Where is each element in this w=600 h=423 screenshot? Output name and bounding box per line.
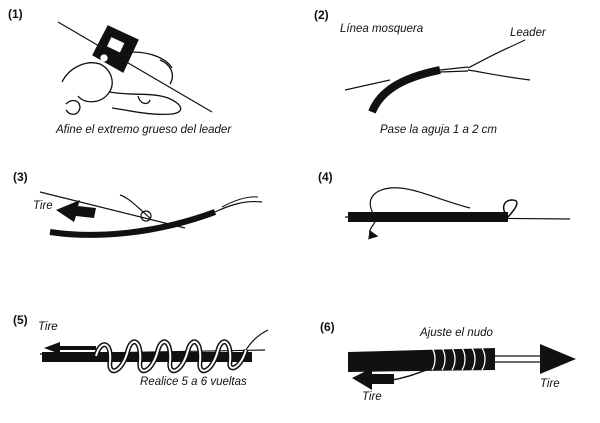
step6-tight-knot-illustration — [348, 344, 576, 390]
step-6-caption: Ajuste el nudo — [420, 327, 493, 339]
step2-needle-illustration — [344, 39, 531, 114]
razor-blade-icon — [92, 25, 139, 73]
step5-pull-arrow-icon — [44, 342, 96, 354]
step3-pull-illustration — [39, 191, 263, 238]
step-2-leader-label: Leader — [510, 27, 546, 39]
step-5-pull-label: Tire — [38, 321, 58, 333]
step3-pull-arrow-icon — [56, 200, 96, 222]
step-2-number: (2) — [314, 8, 329, 22]
step-6-right-pull-label: Tire — [540, 378, 560, 390]
step-2-caption: Pase la aguja 1 a 2 cm — [380, 124, 497, 136]
step-2-line-label: Línea mosquera — [340, 23, 424, 35]
step4-loop-illustration — [344, 187, 571, 240]
step-6-left-pull-label: Tire — [362, 391, 382, 403]
step-1-caption: Afine el extremo grueso del leader — [56, 124, 232, 136]
step-3-pull-label: Tire — [33, 200, 53, 212]
step5-wraps-illustration — [39, 329, 269, 374]
step6-left-pull-arrow-icon — [352, 368, 394, 390]
step-5-number: (5) — [13, 313, 28, 327]
step-3-number: (3) — [13, 170, 28, 184]
step6-right-pull-arrow-icon — [540, 344, 576, 374]
step-5-caption: Realice 5 a 6 vueltas — [140, 376, 247, 388]
step-6-number: (6) — [320, 320, 335, 334]
step1-hand-razor-illustration — [57, 21, 213, 116]
step-1-number: (1) — [8, 7, 23, 21]
step-4-number: (4) — [318, 170, 333, 184]
